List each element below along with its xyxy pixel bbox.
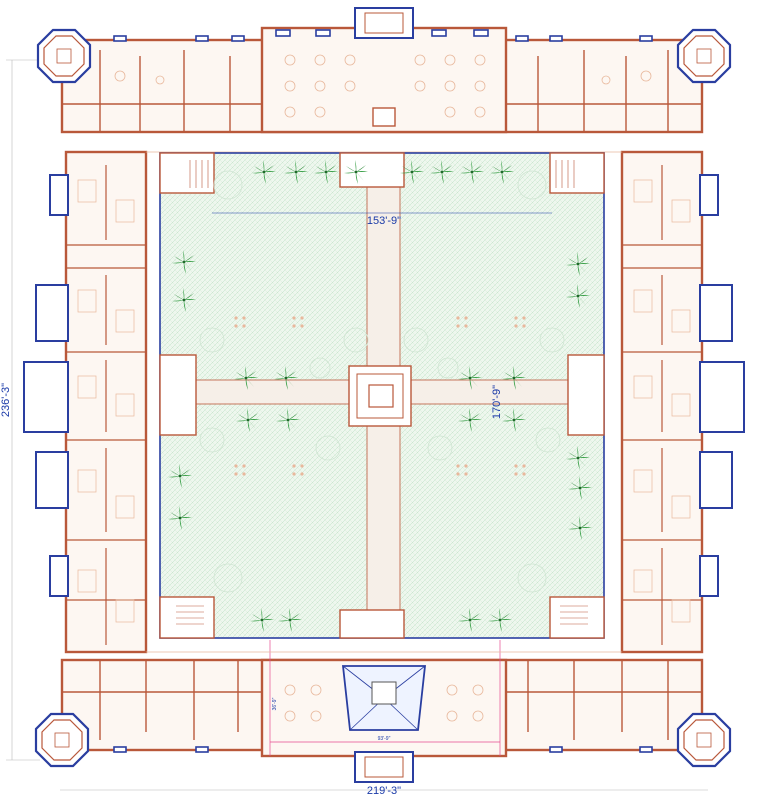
courtyard — [159, 152, 605, 639]
right-wing — [620, 150, 745, 654]
reference-lines — [6, 59, 708, 791]
courtyard-height-label: 170'-9" — [491, 385, 503, 419]
corridors — [146, 151, 622, 653]
corner-tower-nw — [36, 28, 92, 84]
overall-width-label: 219'-3" — [367, 785, 401, 797]
entrance-depth-label: 36'-9" — [272, 697, 278, 710]
bottom-wing — [60, 640, 704, 783]
courtyard-width-label: 153'-9" — [367, 215, 401, 227]
dimension-annotations: 153'-9" 170'-9" 236'-3" 219'-3" 93'-9" 3… — [0, 212, 552, 797]
corner-tower-sw — [34, 712, 90, 768]
top-wing — [60, 7, 704, 134]
left-wing — [23, 150, 148, 654]
corner-tower-ne — [676, 28, 732, 84]
overall-height-label: 236'-3" — [0, 383, 12, 417]
corner-tower-se — [676, 712, 732, 768]
entrance-width-label: 93'-9" — [378, 736, 391, 742]
